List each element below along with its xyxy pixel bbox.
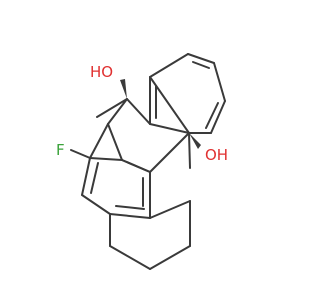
bond [210, 100, 226, 134]
methyl-bond [96, 98, 128, 118]
hydroxyl-label-top: HO [90, 63, 113, 81]
cyclohexane-ring-d [109, 200, 191, 270]
aromatic-ring-c [81, 123, 151, 219]
fluorine-bond [70, 149, 91, 159]
bond [192, 61, 210, 69]
fluorine-label: F [56, 141, 65, 159]
molecule-structure-diagram: HO OH F [56, 53, 228, 270]
bond [81, 157, 91, 196]
bond [109, 245, 151, 270]
bond [89, 123, 109, 159]
bond [149, 245, 191, 270]
hydroxyl-label-right: OH [205, 146, 228, 164]
bond [205, 102, 219, 129]
central-ring-b [107, 98, 190, 173]
bond [109, 213, 151, 219]
stereo-wedge-bond [120, 79, 127, 99]
bond [89, 157, 123, 161]
substituents [70, 79, 201, 169]
methyl-bond [188, 132, 191, 169]
bond [90, 162, 99, 194]
bond [107, 98, 128, 125]
bond [149, 123, 190, 134]
bond [121, 159, 151, 173]
bond [107, 123, 123, 161]
bond [81, 194, 111, 215]
benzene-ring-a [149, 53, 226, 134]
bond [149, 53, 189, 78]
bond [149, 132, 190, 173]
bond [213, 62, 226, 102]
bond [115, 205, 145, 210]
bond [187, 53, 215, 64]
bond [149, 200, 191, 219]
stereo-wedge-bond [189, 133, 201, 149]
bond [126, 98, 151, 125]
